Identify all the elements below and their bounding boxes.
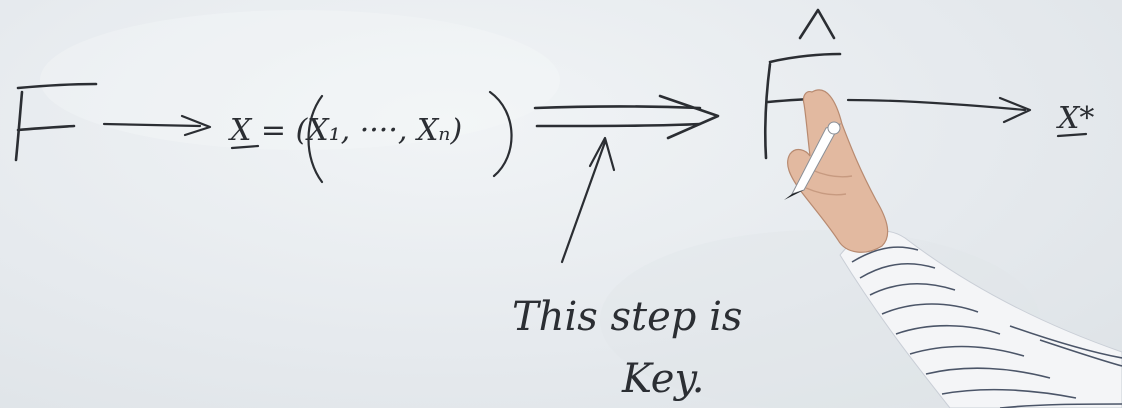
hand bbox=[787, 89, 889, 253]
implies-arrow bbox=[533, 94, 720, 140]
vector-definition-text: X = (X₁, ····, Xₙ) bbox=[228, 113, 462, 148]
marker-pen bbox=[784, 121, 842, 200]
sleeve-stripes bbox=[851, 246, 1122, 408]
symbol-f-left bbox=[14, 82, 98, 162]
result-text: X* bbox=[1056, 101, 1094, 136]
board-reflections bbox=[40, 10, 1040, 408]
annotation-line-1: This step is bbox=[512, 294, 742, 340]
annotation: This step is Key. bbox=[512, 294, 742, 402]
right-paren bbox=[488, 90, 513, 178]
annotation-line-2: Key. bbox=[621, 356, 704, 402]
underline-x bbox=[230, 144, 260, 150]
arrow-1 bbox=[102, 114, 212, 137]
arrow-2 bbox=[846, 96, 1032, 124]
hat-mark bbox=[798, 8, 836, 40]
underline-result bbox=[1056, 132, 1088, 138]
annotation-pointer-arrow bbox=[560, 136, 616, 264]
knuckle-line bbox=[811, 169, 853, 178]
result-x-star: X* bbox=[1056, 101, 1094, 138]
left-paren bbox=[307, 94, 324, 184]
knuckle-line-2 bbox=[805, 187, 847, 196]
vector-definition: X = (X₁, ····, Xₙ) bbox=[228, 90, 513, 184]
presenter-arm bbox=[784, 89, 1122, 408]
